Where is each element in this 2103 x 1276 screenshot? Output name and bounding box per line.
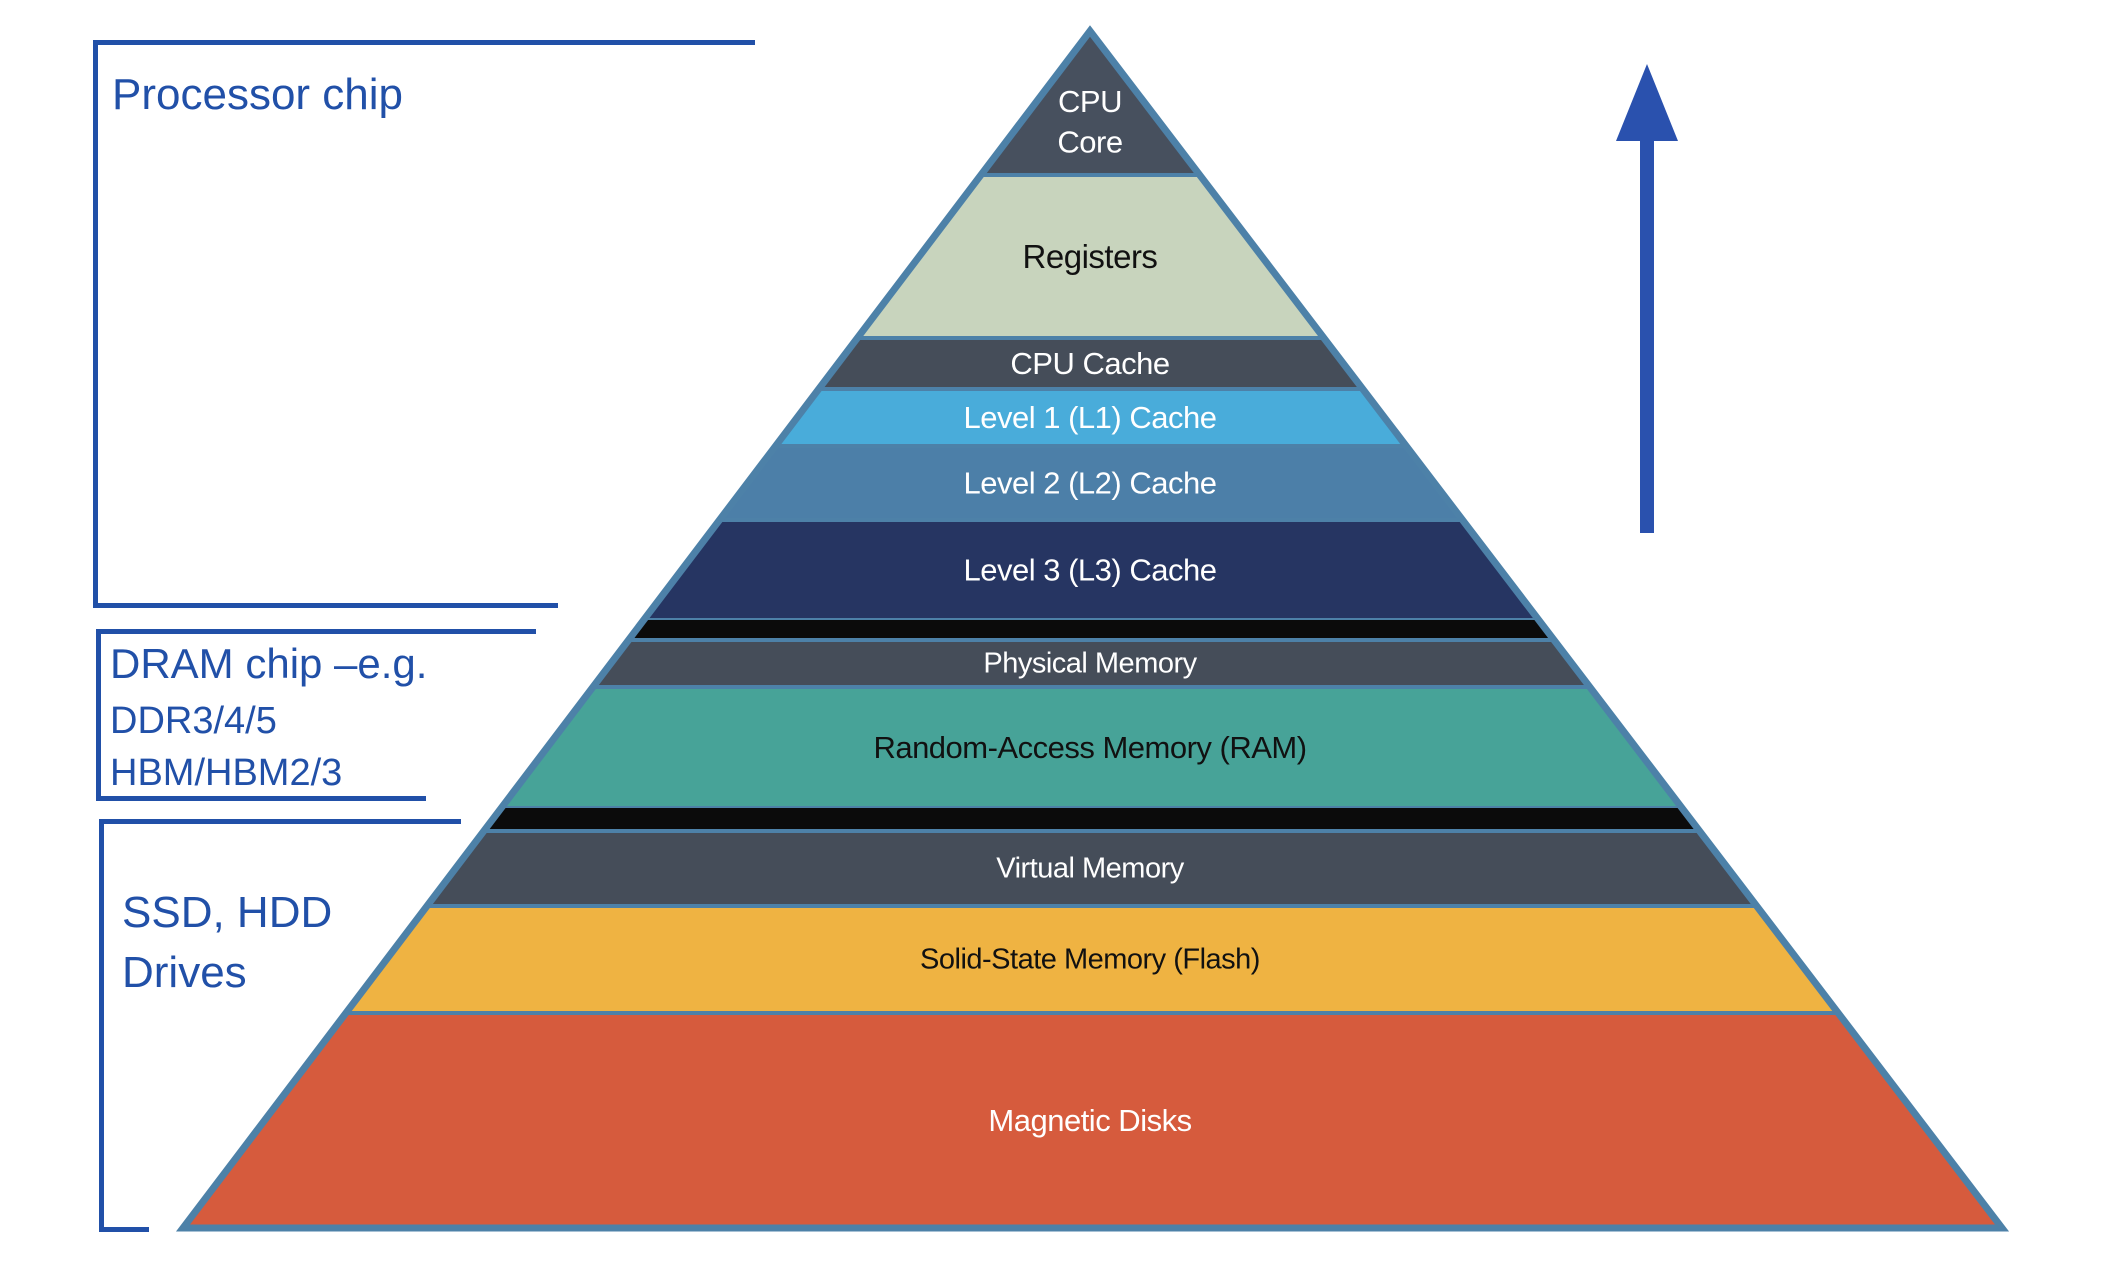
layer-label-virtual-memory: Virtual Memory [996, 853, 1184, 885]
ddr-label: DDR3/4/5 [110, 700, 277, 742]
drives-label: Drives [122, 948, 247, 997]
processor-chip-label: Processor chip [112, 70, 404, 119]
layer-label-physical-memory: Physical Memory [983, 648, 1197, 680]
up-arrow-icon [1616, 64, 1678, 141]
processor-bracket-top-line [93, 40, 755, 45]
dram-bracket-vertical-line [96, 629, 101, 801]
layer-label-l3-cache: Level 3 (L3) Cache [964, 553, 1217, 588]
layer-label-l1-cache: Level 1 (L1) Cache [964, 400, 1217, 435]
dram-bracket-top-line [96, 629, 536, 634]
up-arrow-shaft [1640, 136, 1654, 533]
separator-band [483, 808, 1700, 831]
hbm-label: HBM/HBM2/3 [110, 752, 343, 794]
pyramid-outline [175, 25, 2010, 1232]
processor-bracket-bottom-line [93, 603, 558, 608]
layer-label-magnetic-disks: Magnetic Disks [988, 1103, 1191, 1138]
layer-label-l2-cache: Level 2 (L2) Cache [964, 466, 1217, 501]
dram-chip-label: DRAM chip –e.g. [110, 640, 428, 687]
layer-label-ram: Random-Access Memory (RAM) [873, 730, 1306, 765]
ssd-hdd-label: SSD, HDD [122, 888, 333, 937]
storage-bracket-top-line [99, 819, 461, 824]
separator-band [628, 620, 1554, 640]
layer-label-cpu-core-1: CPU [1058, 84, 1122, 119]
layer-label-solid-state-memory: Solid-State Memory (Flash) [920, 944, 1260, 976]
storage-bracket-bottom-line [99, 1227, 149, 1232]
processor-bracket-vertical-line [93, 40, 98, 608]
layer-label-cpu-core-2: Core [1057, 125, 1122, 160]
layer-label-cpu-cache: CPU Cache [1010, 346, 1169, 381]
layer-label-registers: Registers [1023, 238, 1158, 275]
dram-bracket-bottom-line [96, 796, 426, 801]
storage-bracket-vertical-line [99, 819, 104, 1232]
